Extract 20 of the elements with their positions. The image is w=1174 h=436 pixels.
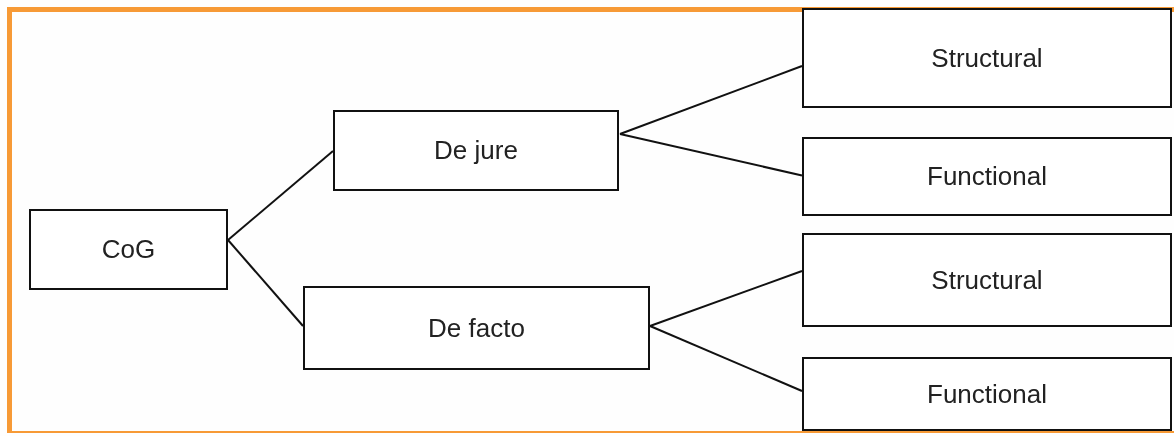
box-label: CoG <box>101 234 156 265</box>
box-label: Functional <box>927 161 1047 192</box>
connector-line <box>619 65 803 135</box>
category-box <box>29 209 228 290</box>
category-box <box>333 110 619 191</box>
box-label: Structural <box>931 42 1043 74</box>
connector-line <box>227 239 304 327</box>
category-box <box>802 357 1172 431</box>
connector-line <box>619 133 803 177</box>
connector-line <box>649 270 803 327</box>
box-label: De jure <box>434 135 518 166</box>
category-box <box>303 286 650 370</box>
connector-line <box>227 150 334 241</box>
box-label: De facto <box>428 312 525 344</box>
box-label: Functional <box>927 378 1047 410</box>
category-box <box>802 137 1172 216</box>
box-label: Structural <box>931 264 1043 296</box>
category-box <box>802 233 1172 327</box>
category-box <box>802 8 1172 108</box>
connector-line <box>649 325 803 392</box>
